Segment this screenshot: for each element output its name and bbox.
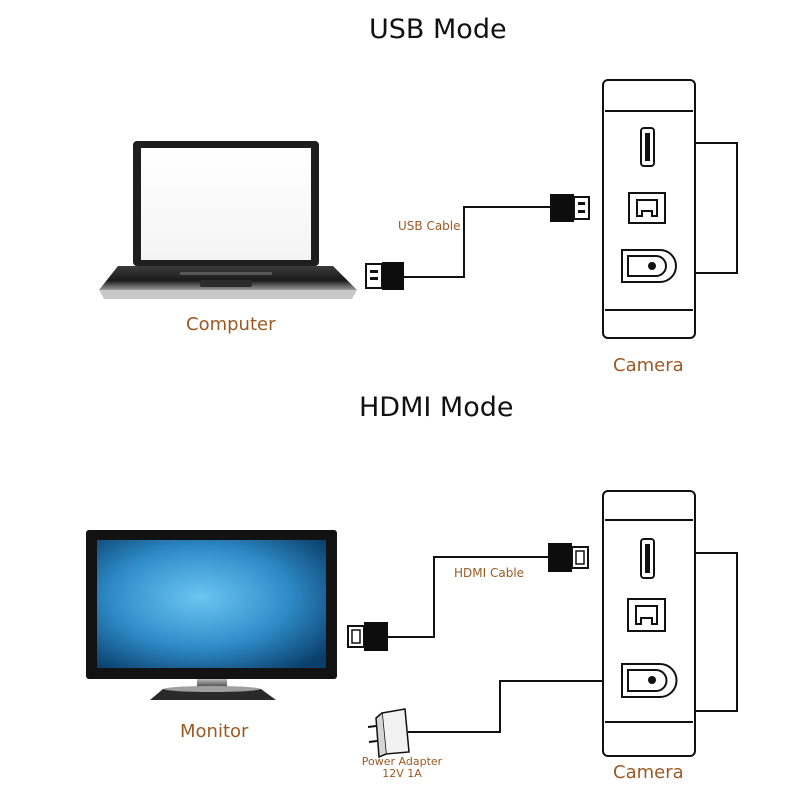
laptop-icon — [99, 141, 357, 299]
hdmi-mode-title: HDMI Mode — [359, 392, 514, 423]
monitor-label: Monitor — [180, 721, 249, 742]
power-adapter-label-line2: 12V 1A — [382, 767, 422, 780]
power-adapter-icon — [367, 680, 625, 759]
monitor-icon — [86, 530, 337, 700]
hdmi-cable-label: HDMI Cable — [454, 566, 525, 580]
usb-cable — [365, 194, 590, 290]
power-adapter-label: Power Adapter 12V 1A — [354, 756, 450, 780]
hdmi-cable — [347, 543, 589, 651]
camera-icon — [602, 79, 738, 339]
camera-icon — [602, 490, 738, 757]
computer-label: Computer — [186, 314, 276, 335]
hdmi-camera-label: Camera — [613, 762, 684, 783]
usb-mode-title: USB Mode — [369, 14, 507, 45]
usb-camera-label: Camera — [613, 355, 684, 376]
power-adapter-label-line1: Power Adapter — [361, 755, 443, 768]
usb-cable-label: USB Cable — [398, 219, 461, 233]
